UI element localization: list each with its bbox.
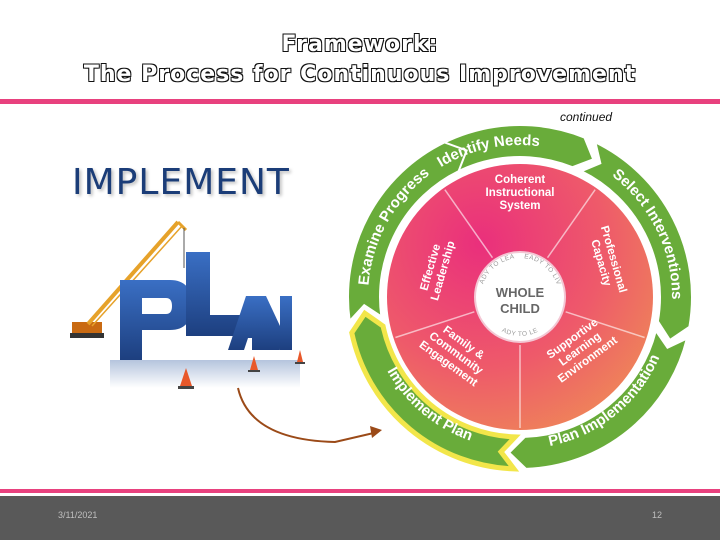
inner-segment-line: System: [500, 200, 541, 212]
arrow-connector: [237, 387, 379, 444]
traffic-cone-icons: [178, 350, 305, 389]
center-line-1: WHOLE: [496, 285, 545, 300]
header-divider: [0, 99, 720, 104]
whole-child-center: [474, 251, 566, 343]
slide-number: 12: [652, 510, 663, 520]
slide-title-line-2: The Process for Continuous Improvement: [83, 61, 637, 87]
arrow-head-icon: [370, 426, 382, 438]
inner-segment-line: Coherent: [495, 174, 546, 186]
slide-title-line-1: Framework:: [281, 31, 439, 57]
outer-step-5: [347, 141, 468, 324]
outer-step-3: [507, 328, 689, 470]
outer-step-4: [349, 309, 521, 472]
crane-icon: [70, 220, 188, 338]
implement-heading: IMPLEMENT: [72, 162, 290, 203]
center-line-2: CHILD: [500, 301, 540, 316]
continued-note: continued: [560, 110, 613, 124]
footer-divider: [0, 489, 720, 493]
outer-step-2: [578, 140, 693, 342]
outer-step-ring: [347, 124, 693, 472]
footer-date: 3/11/2021: [58, 510, 98, 520]
slide-footer: 3/11/2021 12: [0, 496, 720, 540]
inner-segment-dividers: [395, 189, 645, 428]
inner-segment-line: Instructional: [485, 187, 554, 199]
plan-letters: [110, 252, 300, 388]
